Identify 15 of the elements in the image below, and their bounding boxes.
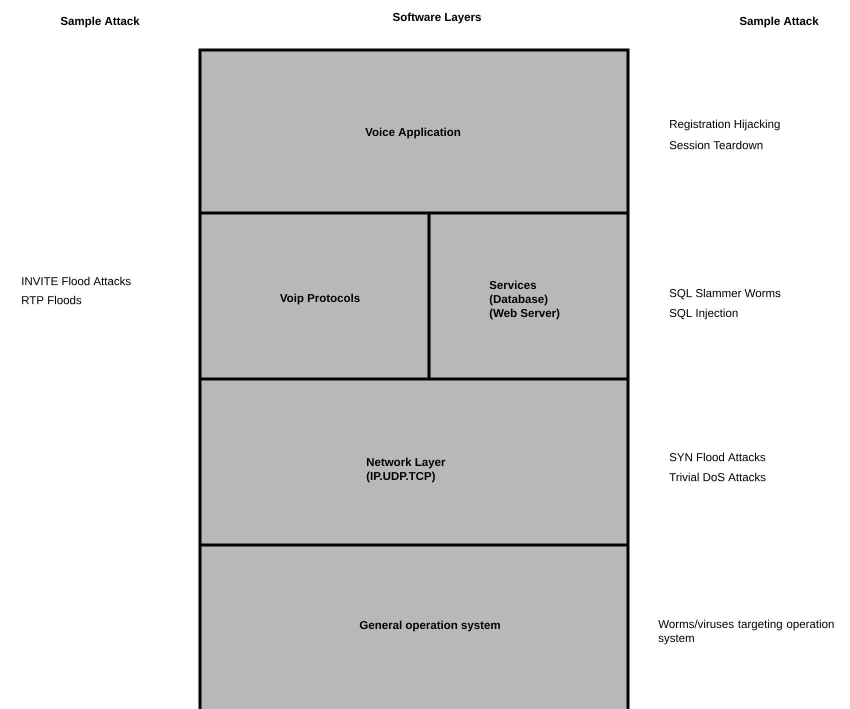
column-heading: Sample Attack — [60, 16, 140, 28]
attack-label: Worms/viruses targeting operation system — [658, 620, 834, 644]
diagram-title: Software Layers — [392, 12, 481, 24]
attack-label: SYN Flood Attacks — [670, 452, 766, 462]
attack-label: Trivial DoS Attacks — [669, 472, 766, 482]
column-heading: Sample Attack — [740, 16, 819, 28]
attack-label: INVITE Flood Attacks — [22, 276, 131, 286]
layer-box: Services (Database) (Web Server) — [428, 212, 630, 380]
attack-label: Registration Hijacking — [670, 120, 780, 130]
attack-label: Session Teardown — [670, 140, 762, 150]
attack-label: SQL Injection — [670, 308, 738, 320]
layer-box: Voip Protocols — [198, 212, 430, 380]
attack-label: RTP Floods — [22, 296, 82, 304]
attack-label: SQL Slammer Worms — [670, 288, 780, 300]
layer-box: General operation system — [198, 544, 630, 709]
